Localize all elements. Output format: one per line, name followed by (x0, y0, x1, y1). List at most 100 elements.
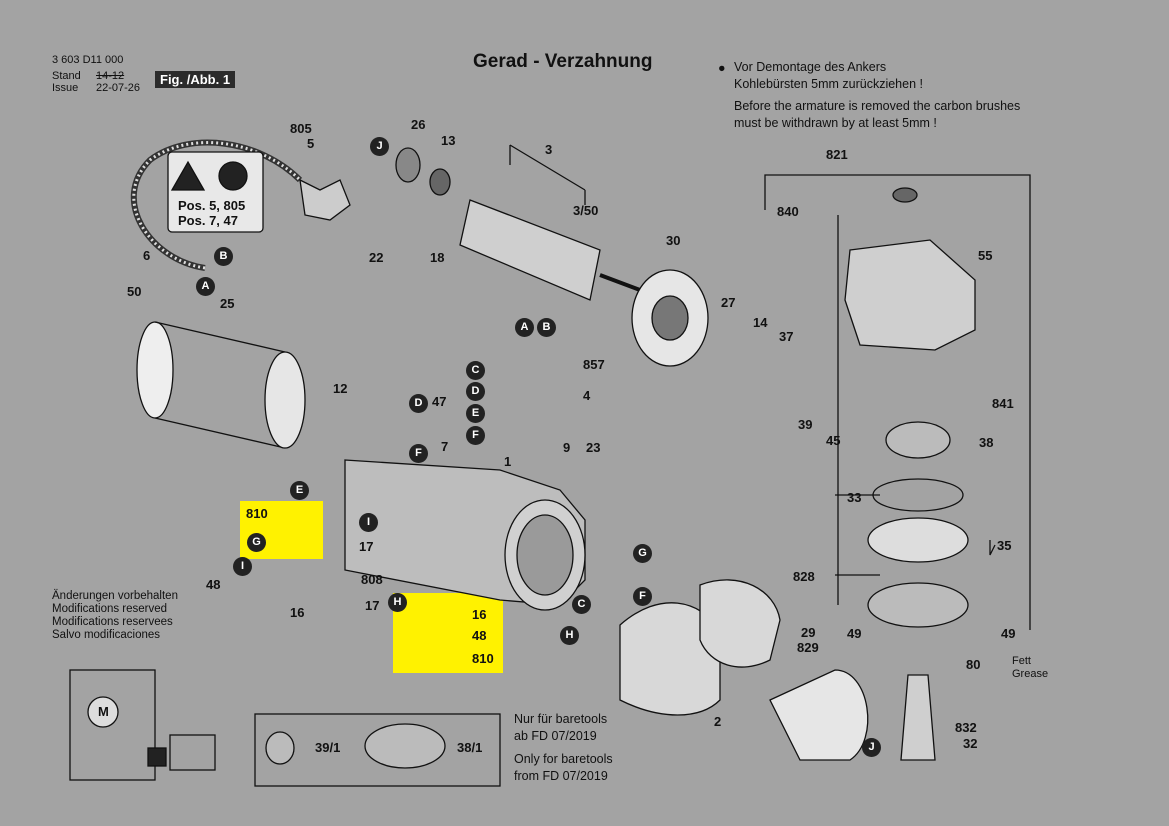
baretools-de-line2: ab FD 07/2019 (514, 729, 597, 743)
part-828: 828 (793, 569, 815, 584)
callout-c-coil: C (572, 595, 591, 614)
part-810-left: 810 (246, 506, 268, 521)
part-25: 25 (220, 296, 235, 311)
mods-de: Änderungen vorbehalten (52, 590, 178, 602)
part-1: 1 (504, 454, 512, 469)
part-23: 23 (586, 440, 601, 455)
part-48-right: 48 (472, 628, 487, 643)
callout-a-cord: A (196, 277, 215, 296)
part-5: 5 (307, 136, 315, 151)
part-3-50: 3/50 (573, 203, 599, 218)
part-12: 12 (333, 381, 348, 396)
callout-f-coil: F (633, 587, 652, 606)
callout-e-wire: E (290, 481, 309, 500)
part-6: 6 (143, 248, 151, 263)
callout-j-top: J (370, 137, 389, 156)
callout-b-cord: B (214, 247, 233, 266)
part-29: 29 (801, 625, 816, 640)
part-17-right: 17 (365, 598, 380, 613)
part-26: 26 (411, 117, 426, 132)
part-55: 55 (978, 248, 993, 263)
mods-en: Modifications reserved (52, 603, 168, 615)
part-841: 841 (992, 396, 1014, 411)
part-805: 805 (290, 121, 312, 136)
part-9: 9 (563, 440, 571, 455)
part-829: 829 (797, 640, 819, 655)
callout-h-brush: H (388, 593, 407, 612)
document-code: 3 603 D11 000 (52, 54, 124, 66)
part-48-left: 48 (206, 577, 221, 592)
mods-es: Salvo modificaciones (52, 629, 161, 641)
issue-value: 22-07-26 (96, 82, 141, 94)
warning-line1: Pos. 5, 805 (178, 198, 246, 213)
callout-d-switch: D (466, 382, 485, 401)
grease-en: Grease (1012, 668, 1049, 680)
part-4: 4 (583, 388, 591, 403)
mods-fr: Modifications reservees (52, 616, 173, 628)
part-50: 50 (127, 284, 142, 299)
part-840: 840 (777, 204, 799, 219)
warning-line2: Pos. 7, 47 (178, 213, 238, 228)
callout-f-wire: F (409, 444, 428, 463)
part-39: 39 (798, 417, 813, 432)
callout-c-switch: C (466, 361, 485, 380)
part-16-right: 16 (472, 607, 487, 622)
baretools-en-line2: from FD 07/2019 (514, 769, 608, 783)
callout-j-guard: J (862, 738, 881, 757)
part-16-left: 16 (290, 605, 305, 620)
part-35: 35 (997, 538, 1012, 553)
part-821: 821 (826, 147, 848, 162)
note-en-line1: Before the armature is removed the carbo… (734, 99, 1021, 113)
note-bullet: ● (718, 61, 726, 75)
part-32: 32 (963, 736, 978, 751)
baretools-de-line1: Nur für baretools (514, 712, 608, 726)
callout-h-coil: H (560, 626, 579, 645)
stand-value: 14-12 (96, 70, 125, 82)
part-45: 45 (826, 433, 841, 448)
part-2: 2 (714, 714, 722, 729)
part-33: 33 (847, 490, 862, 505)
callout-a-switch: A (515, 318, 534, 337)
note-de-line2: Kohlebürsten 5mm zurückziehen ! (734, 77, 923, 91)
part-808: 808 (361, 572, 383, 587)
part-13: 13 (441, 133, 456, 148)
baretools-en-line1: Only for baretools (514, 752, 613, 766)
stand-label: Stand (52, 70, 81, 82)
note-de-line1: Vor Demontage des Ankers (734, 60, 887, 74)
part-832: 832 (955, 720, 977, 735)
callout-d-wire: D (409, 394, 428, 413)
callout-i-upper: I (359, 513, 378, 532)
part-810-right: 810 (472, 651, 494, 666)
part-7: 7 (441, 439, 449, 454)
callout-e-switch: E (466, 404, 485, 423)
part-30: 30 (666, 233, 681, 248)
part-18: 18 (430, 250, 445, 265)
callout-g-coil: G (633, 544, 652, 563)
part-38: 38 (979, 435, 994, 450)
callout-b-switch: B (537, 318, 556, 337)
part-27: 27 (721, 295, 736, 310)
callout-i-lower: I (233, 557, 252, 576)
part-37: 37 (779, 329, 794, 344)
part-47: 47 (432, 394, 447, 409)
motor-symbol-label: M (98, 704, 109, 719)
part-22: 22 (369, 250, 384, 265)
highlight-brush-right (393, 593, 503, 673)
callout-g-brush: G (247, 533, 266, 552)
part-49-left: 49 (847, 626, 862, 641)
grease-de: Fett (1012, 655, 1031, 667)
baretools-item-39-1: 39/1 (315, 740, 341, 755)
part-49-right: 49 (1001, 626, 1016, 641)
page-title: Gerad - Verzahnung (473, 51, 653, 72)
issue-label: Issue (52, 82, 79, 94)
figure-label: Fig. /Abb. 1 (155, 71, 236, 88)
baretools-item-38-1: 38/1 (457, 740, 483, 755)
part-857: 857 (583, 357, 605, 372)
part-17-left: 17 (359, 539, 374, 554)
part-14: 14 (753, 315, 768, 330)
note-en-line2: must be withdrawn by at least 5mm ! (734, 116, 937, 130)
part-3: 3 (545, 142, 553, 157)
callout-f-switch: F (466, 426, 485, 445)
part-80: 80 (966, 657, 981, 672)
